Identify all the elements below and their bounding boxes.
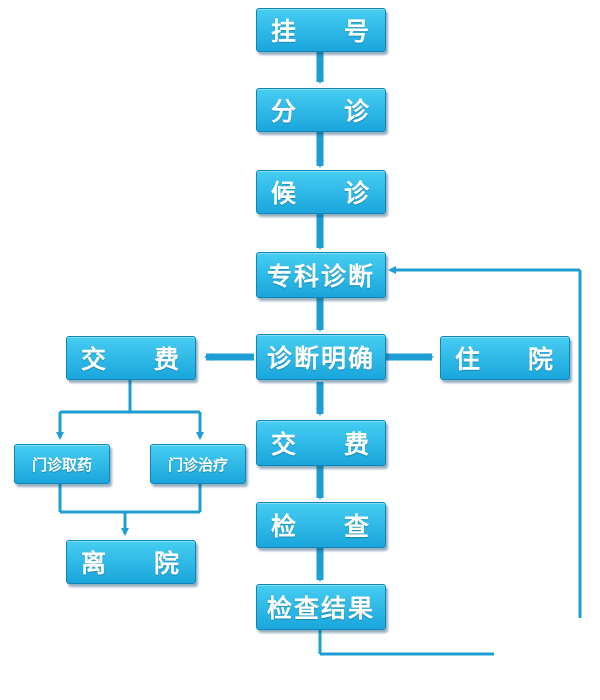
- node-treatment: 门诊治疗: [150, 444, 246, 484]
- node-triage: 分 诊: [256, 88, 386, 132]
- node-pay-center: 交 费: [256, 420, 386, 466]
- node-specialist-label: 专科诊断: [266, 262, 375, 291]
- node-register: 挂 号: [256, 8, 386, 52]
- node-waiting-char-1: 候: [271, 179, 299, 208]
- node-discharge: 离 院: [66, 540, 196, 584]
- node-pharmacy: 门诊取药: [14, 444, 110, 484]
- node-pay-left: 交 费: [66, 336, 196, 380]
- node-examination-char-1: 检: [271, 512, 299, 541]
- node-exam-result-label: 检查结果: [266, 594, 375, 623]
- node-pay-center-char-1: 交: [271, 430, 299, 459]
- node-register-char-1: 挂: [271, 17, 299, 46]
- node-examination: 检 查: [256, 502, 386, 548]
- node-pharmacy-label: 门诊取药: [31, 455, 92, 474]
- node-diagnosis: 诊断明确: [256, 334, 386, 380]
- node-specialist: 专科诊断: [256, 252, 386, 298]
- node-discharge-char-1: 离: [81, 549, 109, 578]
- node-discharge-char-2: 院: [153, 549, 181, 578]
- node-hospitalize-char-2: 院: [527, 345, 555, 374]
- node-pay-left-char-2: 费: [153, 345, 181, 374]
- node-register-char-2: 号: [343, 17, 371, 46]
- node-exam-result: 检查结果: [256, 584, 386, 630]
- node-triage-char-1: 分: [271, 97, 299, 126]
- node-treatment-label: 门诊治疗: [167, 455, 228, 474]
- node-examination-char-2: 查: [343, 512, 371, 541]
- node-triage-char-2: 诊: [343, 97, 371, 126]
- node-waiting-char-2: 诊: [343, 179, 371, 208]
- node-waiting: 候 诊: [256, 170, 386, 214]
- node-hospitalize-char-1: 住: [455, 345, 483, 374]
- node-hospitalize: 住 院: [440, 336, 570, 380]
- node-diagnosis-label: 诊断明确: [266, 344, 375, 373]
- node-pay-left-char-1: 交: [81, 345, 109, 374]
- node-pay-center-char-2: 费: [343, 430, 371, 459]
